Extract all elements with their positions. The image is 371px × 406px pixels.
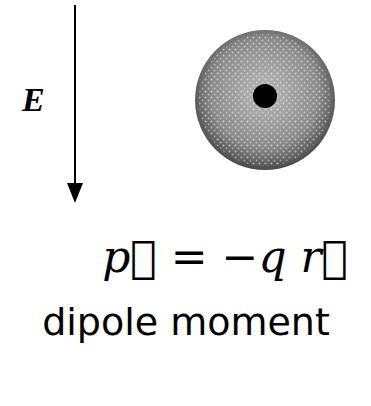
nucleus-dot [253, 84, 277, 108]
electron-cloud-stipple [199, 34, 331, 166]
dipole-formula: p⃗ = −q r⃗ [102, 231, 348, 282]
electron-cloud [195, 30, 335, 170]
caption-text: dipole moment [42, 300, 330, 344]
field-label: E [22, 81, 45, 119]
field-arrow-shaft [74, 5, 76, 185]
field-arrow-head [67, 183, 83, 203]
